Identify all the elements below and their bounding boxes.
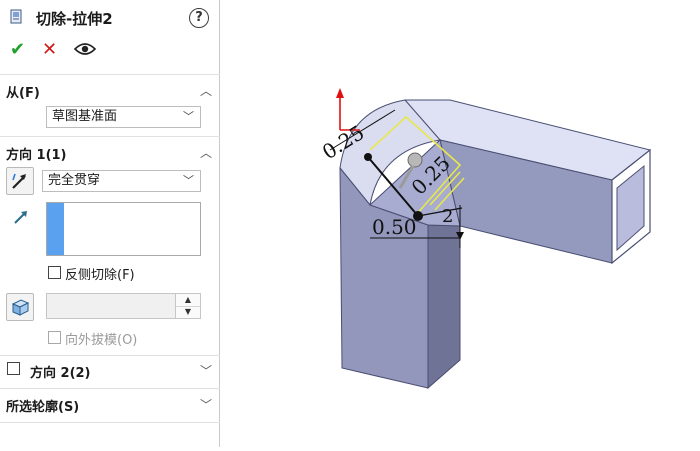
flip-side-label: 反侧切除(F) (65, 268, 135, 283)
selected-contours-header[interactable]: 所选轮廓(S) (6, 400, 80, 415)
spinner: ▲ ▼ (175, 294, 200, 318)
divider (0, 388, 220, 389)
end-condition-select[interactable]: 完全贯穿 ﹀ (42, 170, 201, 192)
draft-outward-label: 向外拔模(O) (65, 333, 138, 348)
sketch-line (429, 171, 461, 206)
sketch-construction-line (367, 156, 419, 217)
start-condition-select[interactable]: 草图基准面 ﹀ (46, 106, 201, 128)
dimension-bottom[interactable]: 0.50 (372, 215, 417, 239)
spin-up-icon[interactable]: ▲ (176, 294, 200, 307)
tube-end-inner (616, 164, 645, 252)
direction-selection-box[interactable] (46, 202, 201, 256)
cancel-button[interactable]: ✕ (42, 39, 58, 60)
chevron-up-icon[interactable]: ︿ (200, 146, 213, 160)
ok-button[interactable]: ✔ (10, 39, 26, 60)
spin-down-icon[interactable]: ▼ (184, 307, 192, 316)
direction-vector-icon (14, 211, 27, 224)
direction1-header[interactable]: 方向 1(1) (6, 148, 67, 163)
origin-arrow-icon (336, 88, 344, 98)
model-view[interactable]: 0.25 0.25 0.50 2 (220, 0, 700, 447)
divider (0, 355, 220, 356)
sketch-point (364, 153, 372, 161)
from-section-header[interactable]: 从(F) (6, 86, 40, 101)
chevron-down-icon: ﹀ (183, 110, 194, 123)
selection-highlight (47, 203, 64, 255)
dimension-line (329, 109, 396, 151)
sketch-profile (369, 115, 462, 217)
chevron-up-icon[interactable]: ︿ (200, 84, 213, 98)
dimension-right[interactable]: 2 (442, 206, 453, 227)
divider (0, 74, 220, 75)
property-manager: 切除-拉伸2 ? ✔ ✕ 从(F) ︿ 草图基准面 ﹀ 方向 1(1) ︿ 完全… (0, 0, 220, 447)
preview-eye-icon[interactable] (74, 42, 96, 56)
chevron-down-icon[interactable]: ﹀ (200, 364, 213, 378)
draft-button[interactable] (6, 293, 34, 321)
action-bar: ✔ ✕ (0, 36, 220, 66)
help-button[interactable]: ? (189, 8, 209, 28)
end-condition-value: 完全贯穿 (48, 173, 101, 188)
direction2-header[interactable]: 方向 2(2) (30, 366, 91, 381)
flip-side-checkbox[interactable] (48, 266, 61, 279)
title-bar: 切除-拉伸2 ? (0, 0, 220, 36)
direction2-checkbox[interactable] (7, 362, 20, 375)
reverse-direction-icon (12, 173, 26, 189)
drag-handle-icon[interactable] (398, 152, 423, 189)
chevron-down-icon[interactable]: ﹀ (200, 398, 213, 412)
draft-angle-field[interactable]: ▲ ▼ (46, 293, 201, 319)
graphics-viewport[interactable]: 0.25 0.25 0.50 2 (220, 0, 700, 447)
draft-icon (11, 299, 30, 316)
divider (0, 136, 220, 137)
divider (0, 422, 220, 423)
leg-side-face (427, 224, 461, 390)
start-condition-value: 草图基准面 (52, 109, 118, 124)
sketch-line (434, 177, 465, 211)
draft-outward-checkbox[interactable] (48, 331, 61, 344)
chevron-down-icon: ﹀ (183, 174, 194, 187)
dimension-arrow (456, 232, 464, 240)
feature-title: 切除-拉伸2 (36, 10, 113, 28)
cut-extrude-icon (10, 9, 22, 24)
sketch-construction-line (417, 207, 463, 217)
reverse-direction-button[interactable] (6, 167, 34, 195)
